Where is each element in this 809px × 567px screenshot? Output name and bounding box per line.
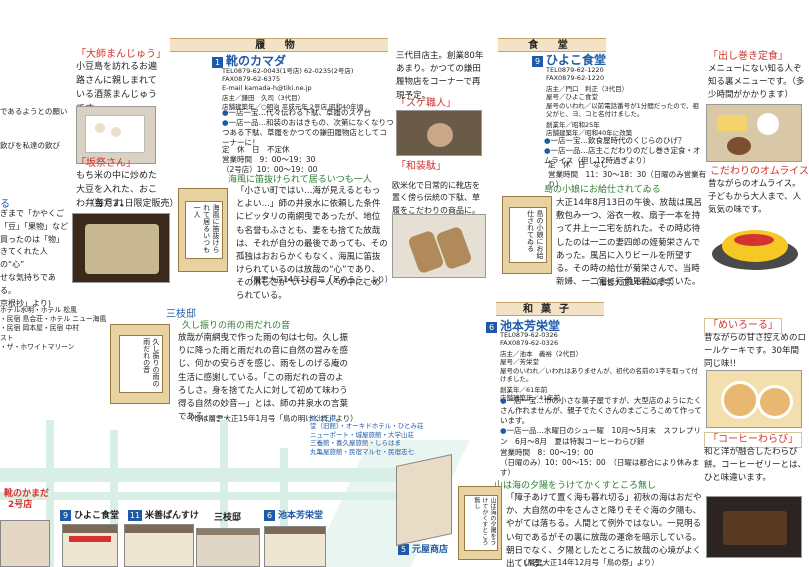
confectionery-haiku-sign: 山は海の夕陽をうけてかくすところ無し: [458, 486, 502, 560]
sankyo-haiku-source: （句は層雲大正15年1月号「鳥の明けくれ」より）: [186, 414, 358, 423]
diner-haiku-source: （層雲大正14年10月号）: [592, 278, 679, 287]
manju-photo: [76, 106, 156, 164]
dashimaki-photo: [706, 104, 802, 162]
warabi-photo: [706, 496, 802, 558]
wageta-label: 「和装駄」: [396, 161, 446, 172]
building-ikemoto: [264, 526, 326, 567]
map-store-kamada[interactable]: 靴のかまだ: [4, 489, 50, 499]
bansan-desc: もち米の中に炒めた大豆を入れた、おこわ弁当です。: [76, 171, 158, 209]
diner-contact: TEL0879-62-1220 FAX0879-62-1220 店主／門口 利正…: [546, 66, 700, 138]
footwear-contact: TEL0879-62-0043(1号店) 62-0235(2号店) FAX087…: [222, 67, 364, 111]
suge-label: 「スゲ職人」: [396, 98, 456, 109]
wageta-photo: [392, 214, 486, 278]
diner-shop-name: ひよこ食堂: [546, 53, 607, 67]
confectionery-contact: TEL0879-62-0326 FAX0879-62-0326 店主／池本 義裕…: [500, 331, 698, 403]
shop-number-badge: 9: [532, 56, 543, 67]
confectionery-haiku-title: 山は海の夕陽をうけてかくすところ無し: [494, 481, 657, 491]
map-road-vertical-1: [46, 420, 54, 567]
footwear-haiku-title: 海風に笛抜けられて居るいつも一人: [228, 175, 372, 185]
footwear-hours: 定 休 日 不定休 営業時間 9：00～19：30 （2号店）10：00～19：…: [222, 145, 318, 175]
diner-haiku-title: 島の小娘にお給仕されてゐる: [544, 185, 661, 195]
bansan-label: 「坂祭さん」: [76, 158, 136, 169]
sankyo-title: 三枝邸: [166, 309, 196, 320]
confectionery-items: ●一店一宝…市の小さな菓子屋ですが、大型店のようにたくさん作れませんが、親子でた…: [500, 396, 702, 446]
section-diner: 食 堂: [498, 38, 606, 52]
clipped-text-2: 飲びを私達の飲び: [0, 141, 60, 150]
omurice-label: こだわりのオムライス: [710, 166, 809, 177]
store-number-badge: 5: [398, 544, 409, 555]
diner-haiku-body: 大正14年8月13日の午後、放哉は風呂敷包み一つ、浴衣一枚、扇子一本を持って井上…: [556, 198, 703, 288]
building-kamada: [0, 520, 50, 567]
store-label: 池本芳栄堂: [278, 511, 324, 521]
store-number-badge: 11: [128, 510, 142, 521]
diner-haiku-sign: 島の小娘にお給仕されてゐる: [502, 196, 552, 274]
omurice-desc: 昔ながらのオムライス。子どもから大人まで、人気気の味です。: [708, 179, 802, 216]
roll-label: 「めいろーる」: [704, 318, 782, 334]
footwear-haiku-sign: 海風に笛抜けられて居るいつも一人: [178, 188, 228, 272]
store-number-badge: 9: [60, 510, 71, 521]
building-sanshi: [196, 528, 260, 567]
confectionery-haiku-source: （層雲大正14年12月号「鳥の祭」より）: [520, 558, 659, 567]
footwear-items: ●一店一宝…代々伝わる下駄、草履のスゲ台 ●一店一品…和装のおはきもの、次第にな…: [222, 108, 394, 148]
diner-items: ●一店一宝…飲食屋時代のくじらのひげ？ ●一店一品…店主こだわりのだし巻き定食・…: [544, 136, 701, 166]
manju-label: 「大師まんじゅう」: [76, 49, 166, 60]
sankyo-haiku-title: 久し振りの雨の雨だれの音: [182, 321, 291, 331]
wageta-desc: 欧米化で日常的に靴店を置く傍ら伝統の下駄、草履をこだわりの商品に。: [392, 181, 480, 215]
warabi-label: 「コーヒーわらび」: [704, 432, 802, 448]
section-footwear: 履 物: [170, 38, 388, 52]
map-road-vertical-2: [110, 430, 118, 567]
footwear-shop-name: 靴のカマダ: [226, 54, 287, 68]
confectionery-shop-name: 池本芳栄堂: [500, 319, 561, 333]
section-confectionery: 和菓子: [496, 302, 604, 316]
sankyo-haiku-sign: 久し振りの雨の雨だれの音: [110, 324, 170, 404]
store-label: ひよこ食堂: [74, 511, 120, 521]
store-label: 米善ぱんすけ: [145, 511, 199, 521]
clipped-heading: る: [0, 199, 10, 210]
building-motoya: [396, 454, 452, 546]
store-number-badge: 6: [264, 510, 275, 521]
hotel-list-left: ホテル水明・ホテル 松風 ・民宿 島会荘・ホテル ニュー海風 ・民宿 岡本屋・民…: [0, 306, 107, 351]
building-hiyoko: [62, 524, 118, 567]
clipped-text-block: ぎまで「かやくご 「豆」「果物」など 買ったのは「物」 きてくれた人の“心” せ…: [0, 209, 68, 308]
clipped-text-1: であるようとの願い: [0, 107, 68, 116]
sankyo-haiku-body: 放哉が南網曳で作った雨の句は七句。久し振りに降った雨と雨だれの音に自然の営みを感…: [178, 333, 349, 423]
shop-number-badge: 6: [486, 322, 497, 333]
confectionery-hours: 営業時間 8：00～19：00 （日曜のみ）10：00～15：00 （日曜は都合…: [500, 448, 700, 478]
omurice-photo: [712, 224, 798, 276]
bansan-note: （毎月21日限定販売）: [86, 199, 179, 209]
confectionery-haiku-body: 「障子あけて置く海も暮れ切る」初秋の海はおだやか、大自然の中をさんさと降りそそぐ…: [506, 493, 702, 567]
map-store-sanshi[interactable]: 三枝邸: [214, 513, 242, 523]
suge-photo: [396, 110, 482, 156]
footwear-owner-desc: 三代目店主。創業80年あまり。かつての鎌田履物店をコーナーで再現予定。: [396, 51, 484, 101]
map-store-kamada-sub: 2号店: [8, 500, 33, 510]
roll-photo: [706, 370, 802, 428]
building-komezen: [124, 524, 194, 567]
map-road-vertical-3: [220, 420, 228, 567]
diner-hours: 定 休 日 なし 営業時間 11：30～18：30（日曜のみ営業有り）: [548, 160, 707, 190]
footwear-haiku-body: 「小さい町ではい…海が見えるともっとよい…」師の井泉水に依頼した条件にピッタリの…: [236, 186, 388, 302]
dashimaki-desc: メニューにない知る人ぞ知る裏メニューです。（多少時間がかかります）: [708, 64, 805, 101]
shop-number-badge: 1: [212, 57, 223, 68]
store-label: 元屋商店: [412, 545, 449, 555]
map-road-vertical-4: [280, 448, 288, 567]
warabi-desc: 和と洋が融合したわらび餅。コーヒーゼリーとは、ひと味違います。: [704, 447, 807, 484]
bansan-photo: [72, 213, 170, 283]
hotel-list-bottom: 並土庄港 堂（旧館）・オーキドホテル・ひとみ荘 ニューポート・城屋旅館・大学山荘…: [310, 414, 424, 456]
roll-desc: 昔ながらの甘さ控えめのロールケーキです。30年間同じ味!!: [704, 333, 807, 370]
dashimaki-label: 「出し巻き定食」: [708, 51, 788, 62]
footwear-haiku-source: （層雲大正14年11月号「足のうら」より）: [246, 275, 393, 284]
